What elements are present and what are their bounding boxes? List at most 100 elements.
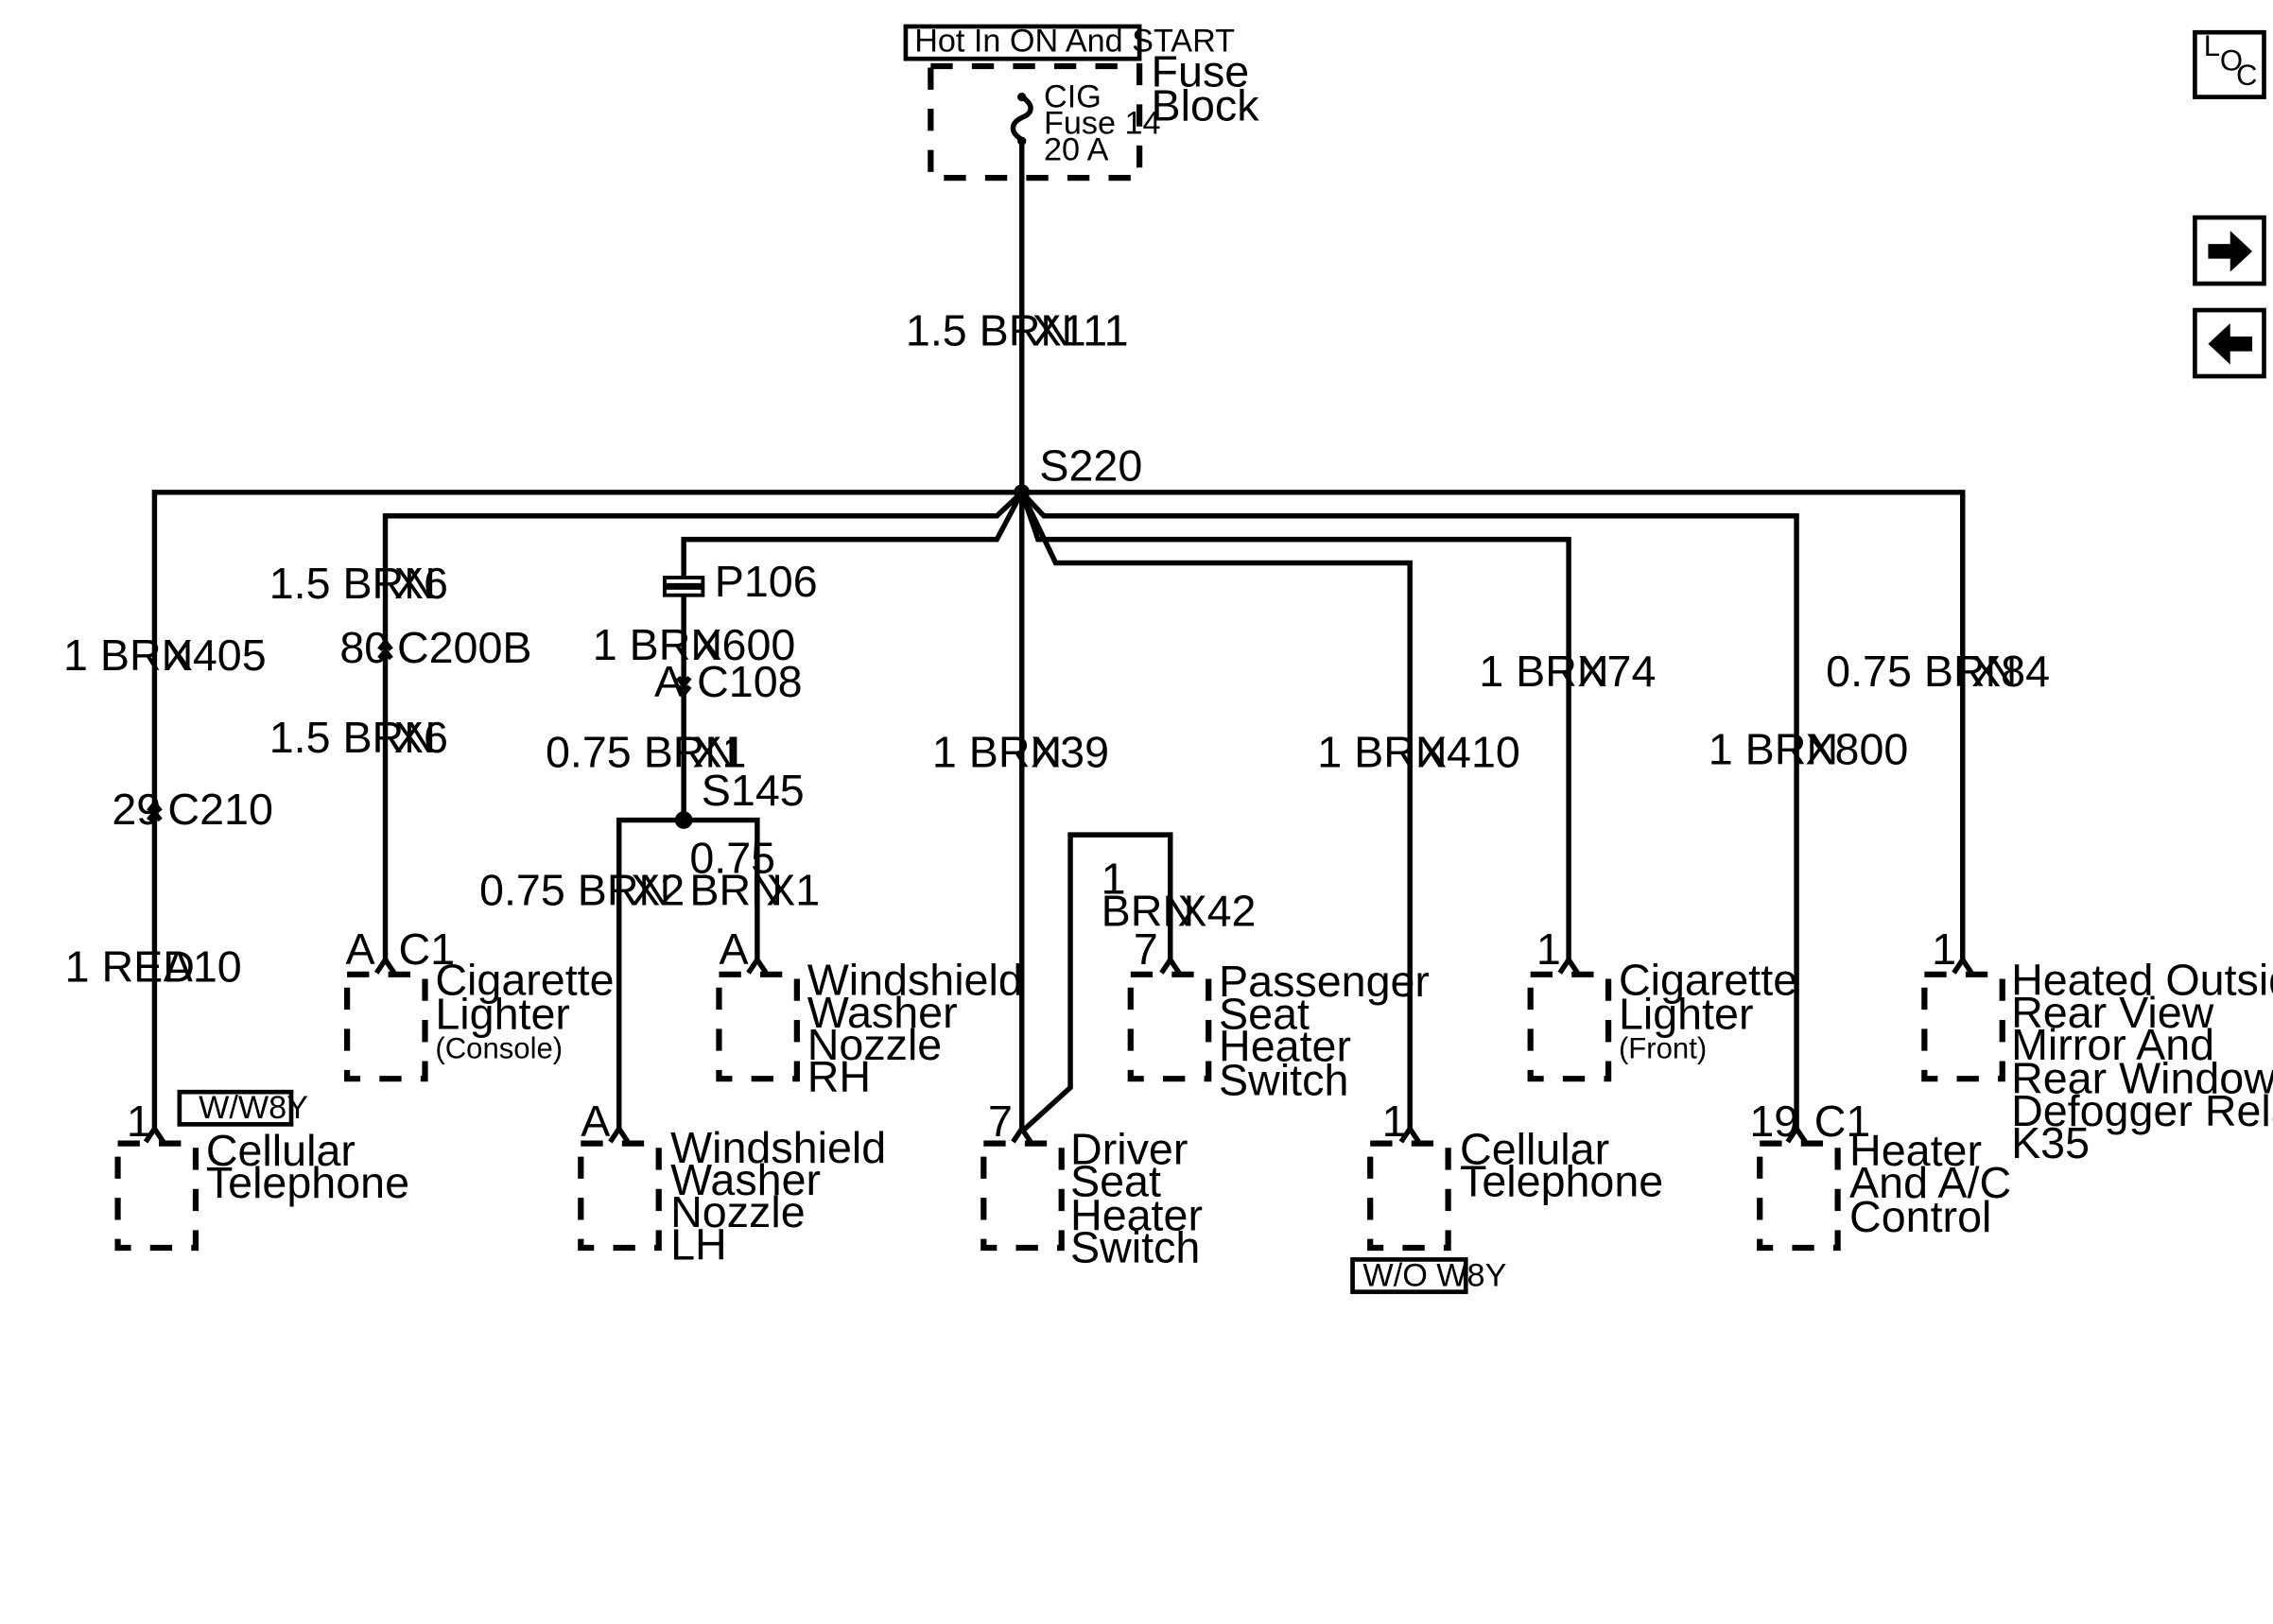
- pin-label: 1: [1932, 924, 1956, 974]
- component-name: Rear Window: [2011, 1054, 2273, 1103]
- circuit-label: X39: [1031, 728, 1109, 777]
- pass-through-symbol: [662, 576, 705, 597]
- arrow-right-icon: [2208, 231, 2253, 272]
- arrow-left-icon: [2208, 323, 2253, 365]
- fuse-block-label-1: Fuse: [1152, 47, 1250, 96]
- wire-label: 1.5 BRN: [269, 559, 436, 608]
- component-name: Cellular: [206, 1126, 356, 1175]
- fuse-block-outline: [928, 62, 1143, 181]
- circuit-label: X800: [1805, 724, 1908, 773]
- component-name: Defogger Relay: [2011, 1086, 2273, 1135]
- prev-page-button[interactable]: [2193, 307, 2266, 379]
- component-name: Telephone: [206, 1158, 409, 1207]
- wire-label: 1: [1102, 854, 1126, 903]
- circuit-label: X6: [394, 713, 448, 762]
- hot-label-box: Hot In ON And START: [903, 23, 1235, 61]
- pin-label: 1: [1536, 924, 1561, 974]
- component-name: Switch: [1219, 1055, 1348, 1104]
- component-cellular-telephone-left: 1 Cellular Telephone W/W8Y: [114, 1089, 409, 1252]
- component-name: Cigarette: [435, 956, 614, 1005]
- pin-label: 19: [1749, 1097, 1798, 1146]
- component-name: Heater: [1849, 1126, 1982, 1175]
- component-name: Mirror And: [2011, 1020, 2214, 1069]
- component-passenger-seat-heater-switch: 7 Passenger Seat Heater Switch: [1127, 924, 1430, 1104]
- wire-label: 1.5 BRN: [269, 713, 436, 762]
- component-name: Nozzle: [670, 1187, 806, 1236]
- wire-label: 1 BRN: [1317, 728, 1447, 777]
- component-name: Windshield: [807, 956, 1023, 1005]
- wire-label: 0.75 BRN: [479, 866, 670, 915]
- circuit-label: X42: [1178, 886, 1257, 935]
- connector-symbol: [147, 800, 163, 822]
- component-name: Lighter: [1619, 989, 1754, 1038]
- pin-label: A: [719, 924, 748, 974]
- component-name: Telephone: [1460, 1157, 1663, 1206]
- component-name: RH: [807, 1052, 871, 1101]
- component-name: Seat: [1219, 989, 1310, 1038]
- component-name: Rear View: [2011, 988, 2214, 1037]
- component-name: Control: [1849, 1192, 1991, 1241]
- pin-label: A: [346, 924, 375, 974]
- option-label: W/W8Y: [199, 1090, 308, 1126]
- component-name: Seat: [1070, 1157, 1161, 1206]
- next-page-button[interactable]: [2193, 215, 2266, 286]
- wire-label: 1 BRN: [1479, 647, 1608, 696]
- connector-symbol: [377, 638, 393, 661]
- pin-label: 7: [988, 1097, 1013, 1146]
- wire-label: 0.75: [689, 834, 775, 883]
- component-name: LH: [670, 1219, 727, 1269]
- wire-label: 1 RED: [65, 942, 195, 992]
- splice-label: P106: [715, 557, 818, 606]
- fuse-number: Fuse 14: [1044, 105, 1161, 141]
- component-name: Washer: [807, 988, 958, 1037]
- connector-label: C108: [697, 657, 802, 706]
- component-name: K35: [2011, 1118, 2090, 1167]
- circuit-label: X2: [631, 866, 685, 915]
- wire-label: 1 BRN: [593, 620, 722, 669]
- wire-label: 1 BRN: [63, 631, 193, 680]
- option-label: W/O W8Y: [1362, 1257, 1506, 1293]
- circuit-label: X74: [1577, 647, 1656, 696]
- pin-label: 1: [1382, 1097, 1407, 1146]
- pin-label: 7: [1134, 924, 1158, 974]
- wire-label: 1 BRN: [932, 728, 1062, 777]
- component-subtitle: (Console): [435, 1031, 563, 1064]
- circuit-label: X84: [1971, 647, 2050, 696]
- circuit-label: X1: [692, 728, 746, 777]
- component-name: Lighter: [435, 989, 570, 1038]
- fuse-block-label-2: Block: [1152, 80, 1260, 130]
- svg-text:L: L: [2204, 29, 2220, 62]
- component-heater-ac-control: 19 C1 Heater And A/C Control: [1749, 1097, 2011, 1252]
- wire-label: 0.75 BRN: [546, 728, 737, 777]
- connector-symbol: [675, 676, 692, 699]
- splice-label: S145: [702, 766, 805, 815]
- loc-icon: L O C: [2204, 29, 2258, 92]
- pin-label: A: [581, 1097, 610, 1146]
- connector-label: C200B: [397, 623, 532, 672]
- circuit-label: X600: [692, 620, 795, 669]
- connector-label: C1: [399, 924, 456, 974]
- fuse-name: CIG: [1044, 78, 1102, 114]
- svg-text:O: O: [2220, 44, 2243, 78]
- wire-label: 1 BRN: [1709, 724, 1838, 773]
- wire-label: BRN: [689, 866, 782, 915]
- circuit-label: A10: [164, 942, 242, 992]
- circuit-label: X405: [164, 631, 267, 680]
- wire-label: 0.75 BRN: [1826, 647, 2017, 696]
- component-subtitle: (Front): [1619, 1031, 1707, 1064]
- circuit-label: X6: [394, 559, 448, 608]
- component-washer-nozzle-lh: A Windshield Washer Nozzle LH: [578, 1097, 886, 1269]
- component-name: Windshield: [670, 1123, 886, 1172]
- component-name: Heated Outside: [2011, 956, 2273, 1005]
- component-cigarette-lighter-console: A C1 Cigarette Lighter (Console): [343, 924, 615, 1082]
- circuit-label: X410: [1417, 728, 1520, 777]
- component-defogger-relay: 1 Heated Outside Rear View Mirror And Re…: [1921, 924, 2273, 1167]
- pin-label: 1: [127, 1097, 151, 1146]
- splice-label: S220: [1039, 441, 1142, 490]
- component-cigarette-lighter-front: 1 Cigarette Lighter (Front): [1527, 924, 1797, 1082]
- fuse-symbol: [1010, 92, 1033, 146]
- component-name: Washer: [670, 1155, 821, 1204]
- component-name: Driver: [1070, 1124, 1188, 1173]
- loc-button[interactable]: L O C: [2193, 29, 2266, 99]
